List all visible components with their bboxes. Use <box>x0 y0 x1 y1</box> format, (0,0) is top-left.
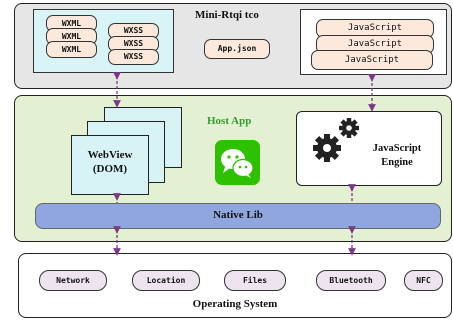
app-json-card: App.json <box>204 39 270 59</box>
os-item-nfc: NFC <box>404 270 443 291</box>
os-title: Operating System <box>192 298 278 310</box>
os-item-location: Location <box>132 270 200 291</box>
gear-icon <box>309 116 359 166</box>
webview-label: WebView (DOM) <box>87 149 133 175</box>
wxml-file-card: WXML <box>46 41 97 58</box>
os-item-files: Files <box>224 270 286 291</box>
wxss-file-card: WXSS <box>108 49 159 65</box>
js-engine-label: JavaScript Engine <box>372 143 422 168</box>
host-app-title: Host App <box>207 115 252 127</box>
os-item-network: Network <box>39 270 107 291</box>
mini-program-title: Mini-Rtqi tco <box>195 9 259 21</box>
native-lib-bar <box>35 203 441 229</box>
webview-box <box>71 135 149 195</box>
wechat-logo-icon <box>215 140 260 185</box>
native-lib-label: Native Lib <box>213 209 263 221</box>
os-item-bluetooth: Bluetooth <box>316 270 386 291</box>
javascript-file-card: JavaScript <box>311 50 433 70</box>
